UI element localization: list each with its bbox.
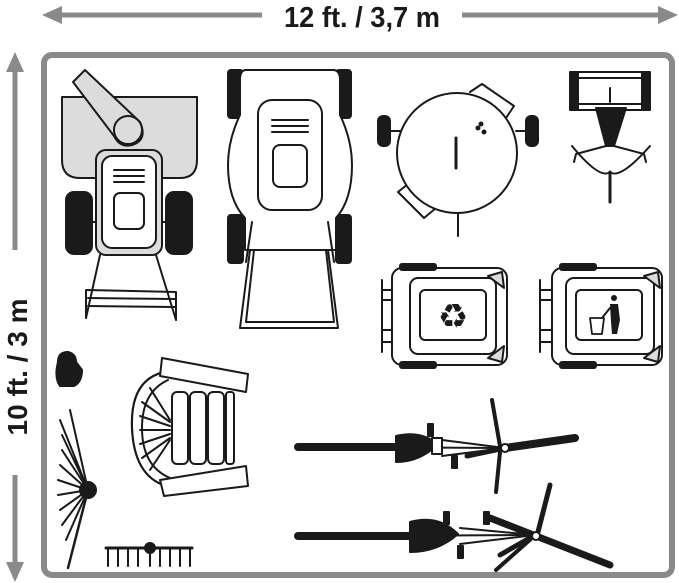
wheelbarrow-icon [569, 71, 651, 204]
width-label: 12 ft. / 3,7 m [268, 0, 456, 36]
nozzle-icon [55, 351, 83, 387]
lawn-mower-icon [227, 69, 353, 329]
kettle-grill-icon [377, 83, 539, 237]
recycle-bin-icon: ♻ [381, 263, 508, 369]
trash-bin-icon [539, 263, 663, 369]
snow-blower-icon [61, 69, 198, 321]
width-dimension-arrow [42, 6, 678, 24]
leaf-rake-icon [57, 409, 97, 570]
bicycle-icon [294, 398, 579, 494]
shed-floor-outline [41, 52, 675, 578]
garden-rake-icon [104, 542, 194, 567]
depth-dimension: 10 ft. / 3 m [0, 50, 36, 583]
chair-icon [130, 357, 249, 497]
width-dimension: 12 ft. / 3,7 m [0, 0, 679, 36]
bicycle-icon-2 [294, 482, 614, 572]
recycle-icon: ♻ [438, 298, 468, 336]
